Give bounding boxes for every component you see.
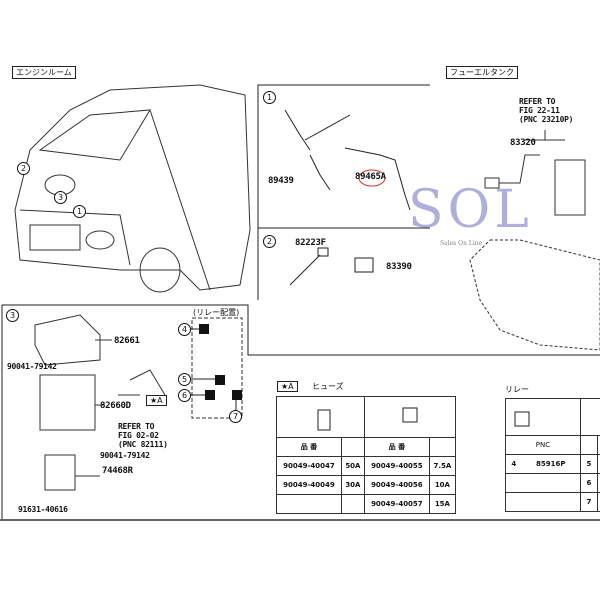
refer-line: REFER TO	[519, 97, 556, 106]
cell	[505, 473, 581, 493]
header-cell	[579, 435, 598, 455]
part-74468r: 74468R	[102, 466, 133, 476]
part-90041-lower: 90041-79142	[100, 451, 150, 460]
cell: 90049-40056	[363, 475, 430, 495]
car-drawing	[14, 84, 251, 293]
cell: 90049-40047	[276, 456, 342, 476]
section-label-fuel-tank: フューエルタンク	[446, 66, 518, 79]
cell: 15A	[428, 494, 457, 514]
fuel-tank-drawing	[469, 130, 600, 351]
fuse-tag: ★A	[277, 381, 298, 392]
cell: 90049-40049	[276, 475, 342, 495]
part-82660d: 82660D	[100, 401, 131, 411]
callout-4: 4	[178, 323, 191, 336]
table-row: 6 8	[505, 473, 600, 493]
table-row: 90049-40057 15A	[276, 494, 457, 514]
header-cell	[340, 437, 365, 457]
callout-7: 7	[229, 410, 242, 423]
cell: 90049-40055	[363, 456, 430, 476]
cell: 4	[504, 454, 522, 474]
header-cell: 品 番	[276, 437, 342, 457]
refer-line: FIG 02-02	[118, 431, 159, 440]
fuse-image-cell	[276, 396, 365, 438]
callout-3-car: 3	[54, 191, 67, 204]
cell: 90049-40057	[363, 494, 430, 514]
callout-3: 3	[6, 309, 19, 322]
fuse-image-cell	[363, 396, 457, 438]
table-row: 90049-40047 50A 90049-40055 7.5A	[276, 456, 457, 476]
relay-layout-drawing	[191, 317, 243, 419]
o2-sensor-drawing	[284, 109, 411, 211]
watermark-tagline: Sales On Line	[440, 240, 483, 247]
part-82223f: 82223F	[295, 238, 326, 248]
refer-line: (PNC 82111)	[118, 440, 168, 449]
part-83320: 83320	[510, 138, 536, 148]
watermark-logo: SOL	[408, 180, 533, 240]
sensor2-drawing	[289, 247, 374, 286]
fuse-table: 品 番 品 番 90049-40047 50A 90049-40055 7.5A…	[276, 396, 457, 514]
table-row: 7 8	[505, 492, 600, 512]
box3-frame	[1, 304, 600, 520]
cell: 8	[596, 492, 600, 512]
callout-2-car: 2	[17, 162, 30, 175]
part-91631: 91631-40616	[18, 505, 68, 514]
callout-1: 1	[263, 91, 276, 104]
cell: 7.5A	[428, 456, 457, 476]
relay-image-cell	[579, 398, 600, 436]
table-row: 90049-40049 30A 90049-40056 10A	[276, 475, 457, 495]
part-89465a: 89465A	[355, 172, 386, 182]
cell: 7	[579, 492, 598, 512]
callout-5: 5	[178, 373, 191, 386]
cell	[340, 494, 365, 514]
relay-title: リレー	[505, 385, 529, 394]
fuse-box-drawing	[34, 314, 166, 491]
relay-positions	[199, 324, 242, 400]
cell	[276, 494, 342, 514]
header-cell	[428, 437, 457, 457]
header-cell: 品 番	[363, 437, 430, 457]
cell: 85916P	[521, 454, 581, 474]
header-cell: PNC	[505, 435, 581, 455]
section-label-engine-room: エンジンルーム	[12, 66, 76, 79]
refer-line: REFER TO	[118, 422, 155, 431]
refer-line: FIG 22-11	[519, 106, 560, 115]
part-89439: 89439	[268, 176, 294, 186]
cell: 50A	[340, 456, 365, 476]
refer-box-note: REFER TO FIG 02-02 (PNC 82111)	[118, 422, 168, 449]
part-82661: 82661	[114, 336, 140, 346]
relay-image-cell	[505, 398, 581, 436]
cell: 6	[579, 473, 598, 493]
cell: 30A	[340, 475, 365, 495]
relay-layout-label: (リレー配置)	[193, 308, 240, 317]
cell: 10A	[428, 475, 457, 495]
refer-line: (PNC 23210P)	[519, 115, 574, 124]
callout-2: 2	[263, 235, 276, 248]
callout-1-car: 1	[73, 205, 86, 218]
relay-table: PNC 4 85916P 5 8 6 8 7 8	[504, 398, 600, 512]
fuse-title: ヒューズ	[312, 382, 344, 391]
part-83390: 83390	[386, 262, 412, 272]
part-90041-upper: 90041-79142	[7, 362, 57, 371]
callout-6: 6	[178, 389, 191, 402]
highlight-ring	[358, 169, 386, 187]
star-a-tag: ★A	[146, 395, 167, 406]
cell	[505, 492, 581, 512]
table-row: 4 85916P 5 8	[504, 454, 600, 474]
cell: 5	[579, 454, 598, 474]
refer-fuel-note: REFER TO FIG 22-11 (PNC 23210P)	[519, 97, 574, 124]
